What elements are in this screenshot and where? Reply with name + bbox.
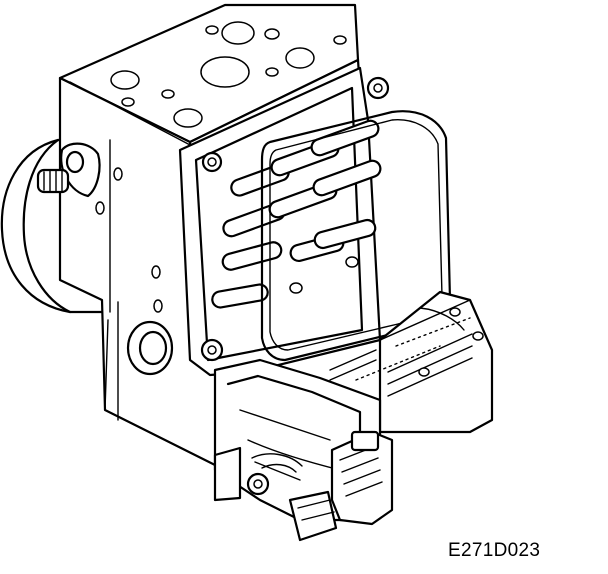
connector-assembly [213, 358, 394, 542]
ecu-housing [354, 290, 494, 434]
solenoid-valves [211, 119, 382, 309]
figure-code-label: E271D023 [448, 540, 541, 561]
top-face-ports [110, 21, 347, 128]
shading-marks [251, 349, 377, 473]
motor-terminal-stud [36, 142, 101, 198]
large-port [126, 320, 174, 376]
